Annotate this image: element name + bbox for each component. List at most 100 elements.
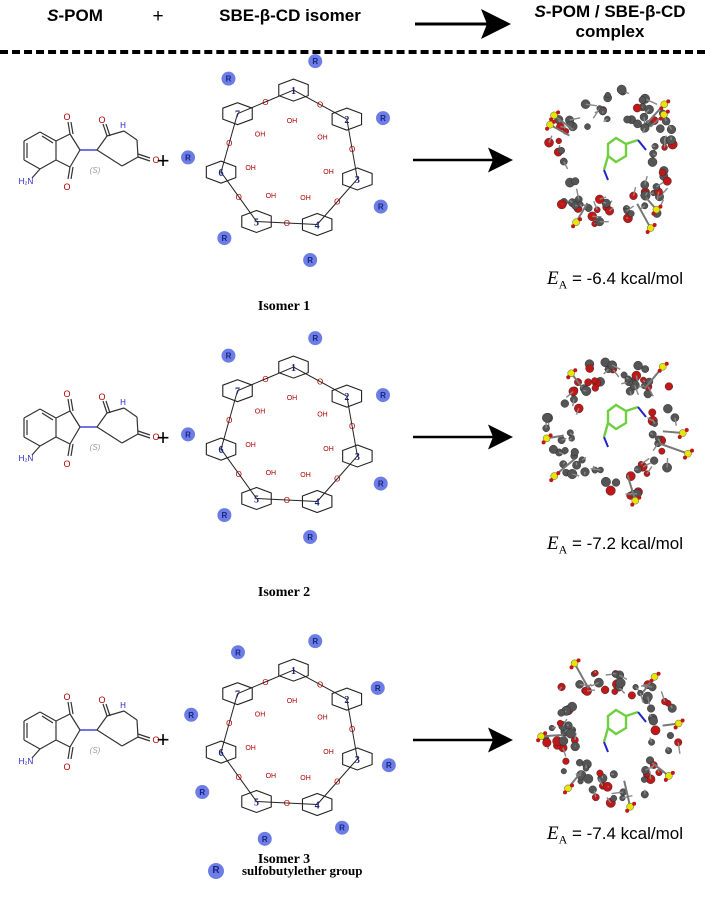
oxygen-atom — [652, 223, 657, 228]
hydroxyl-label: OH — [317, 715, 328, 722]
glycosidic-bond — [237, 681, 266, 695]
bond — [642, 127, 646, 134]
glucose-unit — [342, 167, 373, 191]
r-group-label: R — [378, 203, 384, 212]
cyclodextrin-structure: 1OOH2OOH3OOH4OOH5OOH6OOH7OOHRRRRRRRR — [184, 634, 396, 846]
ligand-bond — [637, 406, 647, 418]
r-group-dot — [370, 680, 385, 695]
bond — [618, 686, 626, 694]
glycosidic-bond — [228, 693, 239, 724]
legend-text: sulfobutylether group — [242, 863, 363, 878]
oxygen-atom: O — [262, 375, 268, 384]
bond — [652, 419, 656, 425]
r-group: R — [184, 707, 199, 722]
atom-sphere — [548, 444, 558, 454]
oxygen-atom: O — [236, 470, 242, 479]
sulfur-atom — [650, 673, 659, 681]
r-group-label: R — [235, 648, 241, 657]
bond — [562, 747, 567, 757]
sbe-chain — [626, 474, 637, 501]
atom-sphere — [591, 377, 598, 384]
atom-sphere — [610, 794, 618, 802]
oxygen-atom — [665, 109, 670, 114]
sulfur-atom — [658, 363, 667, 371]
stereo-label: (S) — [90, 443, 101, 452]
header-complex: S-POM / SBE-β-CD complex — [534, 2, 686, 41]
atom-sphere — [560, 399, 569, 408]
atom-sphere — [556, 719, 564, 727]
energy-row3: EA = -7.4 kcal/mol — [546, 823, 684, 847]
r-group-dot — [308, 331, 323, 346]
oxygen-atom — [651, 211, 656, 216]
sulfur-atom — [679, 429, 687, 437]
oxygen-atom — [576, 658, 581, 663]
atom-sphere — [556, 199, 567, 210]
bond — [569, 117, 581, 121]
sbe-chain — [636, 203, 652, 229]
r-group-dot — [221, 71, 236, 86]
sulfur-atom — [674, 719, 683, 728]
bond — [585, 103, 598, 107]
glycosidic-bond — [220, 722, 230, 753]
oxygen-atom: O — [334, 778, 340, 787]
sulfur-atom — [550, 111, 558, 120]
atom-sphere — [656, 124, 665, 133]
glycosidic-bond — [336, 178, 358, 203]
ligand-ring — [606, 136, 628, 164]
bond — [592, 108, 601, 119]
glycosidic-bond — [228, 390, 239, 421]
glycosidic-bond — [265, 366, 294, 380]
bond — [583, 471, 586, 475]
atom-sphere — [638, 96, 647, 104]
r-group: R — [308, 54, 323, 69]
r-group: R — [221, 71, 236, 86]
bond — [581, 456, 587, 461]
cyclodextrin-structure: 1OOH2OOH3OOH4OOH5OOH6OOH7OOHRRRRRRR — [181, 331, 391, 544]
oxygen-atom — [543, 731, 548, 736]
glucose-unit — [331, 107, 363, 131]
hydroxyl-label: OH — [266, 470, 277, 477]
oxygen-atom — [552, 119, 557, 124]
sulfur-atom — [546, 120, 554, 129]
r-group-label: R — [188, 711, 194, 720]
amine-group: H₂N — [19, 757, 34, 766]
oxygen-atom: O — [317, 378, 323, 387]
oxygen-atom: O — [262, 98, 268, 107]
glycosidic-bond — [316, 478, 338, 502]
oxygen-atom — [573, 368, 578, 373]
r-group-dot — [376, 388, 391, 403]
oxygen-atom — [645, 230, 650, 235]
glycosidic-bond — [238, 776, 257, 802]
hydroxyl-label: OH — [287, 118, 298, 125]
hydroxyl-label: OH — [300, 195, 311, 202]
oxygen-atom: O — [349, 725, 355, 734]
atom-sphere — [565, 728, 576, 739]
atom-sphere — [558, 736, 569, 746]
bond — [593, 200, 598, 211]
atom-sphere — [633, 119, 642, 129]
oxygen-atom: O — [236, 773, 242, 782]
r-group: R — [373, 476, 388, 491]
r-group-label: R — [226, 352, 232, 361]
atom-sphere — [600, 476, 611, 487]
glucose-unit-number: 1 — [291, 666, 296, 677]
glucose-unit — [205, 160, 237, 184]
bond — [652, 153, 656, 156]
r-group-label: R — [380, 391, 386, 400]
bond — [649, 192, 654, 195]
row-1: OOOOHH₂N(S)1OOH2OOH3OOH4OOH5OOH6OOH7OOHR… — [19, 54, 678, 267]
sulfur-atom — [537, 732, 545, 741]
r-group: R — [308, 634, 323, 649]
bond — [563, 161, 569, 170]
r-group: R — [221, 348, 236, 363]
oxygen-atom — [658, 116, 663, 121]
r-group: R — [370, 680, 385, 695]
glucose-unit-number: 7 — [235, 387, 240, 398]
bond — [640, 457, 650, 465]
r-group: R — [376, 111, 391, 126]
bond — [629, 391, 632, 396]
glucose-unit-number: 4 — [315, 221, 320, 232]
bond — [644, 108, 650, 115]
atom-sphere — [591, 384, 599, 392]
